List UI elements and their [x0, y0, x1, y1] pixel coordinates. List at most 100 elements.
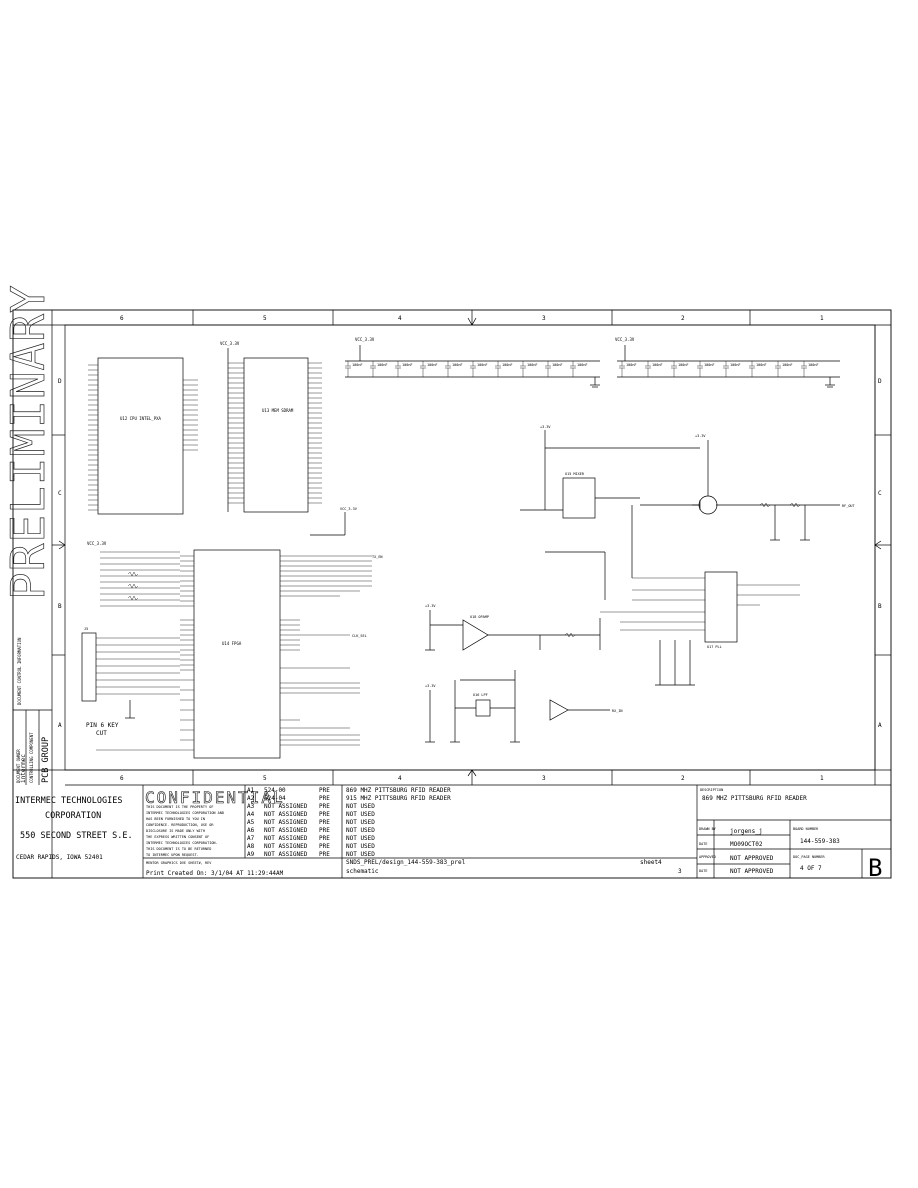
drawn-label: DRAWN BY	[699, 827, 717, 831]
row-status: PRE	[319, 811, 330, 818]
bottom-strip: MENTOR GRAPHICS DVE SHEET#, REV Print Cr…	[146, 859, 682, 877]
ic-u1-label: U12 CPU INTEL_PXA	[120, 416, 162, 421]
table-row: A2 524-04 PRE 915 MHZ PITTSBURG RFID REA…	[247, 795, 451, 802]
ic-u7-label: U18 OPAMP	[470, 615, 489, 619]
row-left-a: A	[58, 722, 62, 729]
zone-bottom-5: 5	[263, 775, 267, 782]
ic-u4: U15 MIXER +3.3V	[520, 425, 700, 519]
table-row: A3 NOT ASSIGNED PRE NOT USED	[247, 803, 375, 810]
vcc-net-label-4: VCC_3.3V	[87, 541, 107, 546]
vcc-net-label-9: VCC_3.3V	[340, 507, 358, 511]
row-number: NOT ASSIGNED	[264, 803, 308, 810]
row-number: NOT ASSIGNED	[264, 819, 308, 826]
page-value: 4 OF 7	[800, 865, 822, 872]
company-line-1: INTERMEC TECHNOLOGIES	[15, 796, 122, 806]
ic-u3: U14 FPGA	[180, 549, 372, 759]
connector-j5: J5 PIN 6 KEY CUT	[81, 627, 180, 751]
row-status: PRE	[319, 795, 330, 802]
cap-value-b4: 100nF	[704, 363, 715, 367]
row-left-c: C	[58, 490, 62, 497]
contact-value: PCB GROUP	[41, 737, 51, 783]
zone-bottom-4: 4	[398, 775, 402, 782]
cap-value-b8: 100nF	[808, 363, 819, 367]
row-status: PRE	[319, 827, 330, 834]
cap-value-b7: 100nF	[782, 363, 793, 367]
tx-en-label: TX_EN	[372, 555, 383, 559]
row-desc: 869 MHZ PITTSBURG RFID READER	[346, 787, 451, 794]
vcc-net-label-1: VCC_3.3V	[355, 337, 375, 342]
vcc-net-label-5: +3.3V	[540, 425, 551, 429]
ic-u5-label: U16 LPF	[473, 693, 488, 697]
approved-value-1: NOT APPROVED	[730, 855, 774, 862]
date-value: MO09OCT02	[730, 841, 763, 848]
cap-value-a10: 100nF	[577, 363, 588, 367]
schematic-label: schematic	[346, 868, 379, 875]
board-label: BOARD NUMBER	[793, 827, 819, 831]
clk-sel-label: CLK_SEL	[352, 634, 367, 638]
table-row: A8 NOT ASSIGNED PRE NOT USED	[247, 843, 375, 850]
ic-u4-label: U15 MIXER	[565, 472, 585, 476]
date-label: DATE	[699, 842, 707, 846]
row-right-c: C	[878, 490, 882, 497]
row-status: PRE	[319, 835, 330, 842]
decoupling-caps-left: VCC_3.3V 100nF 100nF 100nF 100nF 100nF 1…	[345, 337, 600, 388]
vcc-net-label-6: +3.3V	[695, 434, 706, 438]
pin-note-1: PIN 6 KEY	[86, 722, 119, 729]
resistor-ladder: VCC_3.3V	[87, 541, 180, 607]
row-desc: NOT USED	[346, 843, 375, 850]
page-label: DOC_PAGE NUMBER	[793, 855, 826, 859]
zone-bottom-1: 1	[820, 775, 824, 782]
cap-value-b1: 100nF	[626, 363, 637, 367]
row-left-d: D	[58, 378, 62, 385]
cap-value-b3: 100nF	[678, 363, 689, 367]
cap-value-b2: 100nF	[652, 363, 663, 367]
vcc-net-label-2: VCC_3.3V	[615, 337, 635, 342]
sheet-label: sheet4	[640, 859, 662, 866]
description-value: 869 MHZ PITTSBURG RFID READER	[702, 795, 807, 802]
confidential-notice-4: CONFIDENCE. REPRODUCTION, USE OR	[146, 823, 214, 827]
approved-value-2: NOT APPROVED	[730, 868, 774, 875]
company-line-2: CORPORATION	[45, 811, 101, 821]
row-right-b: B	[878, 603, 882, 610]
print-date: Print Created On: 3/1/04 AT 11:29:44AM	[146, 870, 284, 877]
confidential-title: CONFIDENTIAL	[145, 788, 285, 807]
table-row: A1 524-00 PRE 869 MHZ PITTSBURG RFID REA…	[247, 787, 451, 794]
row-number: NOT ASSIGNED	[264, 835, 308, 842]
row-id: A4	[247, 811, 255, 818]
table-row: A7 NOT ASSIGNED PRE NOT USED	[247, 835, 375, 842]
row-status: PRE	[319, 803, 330, 810]
row-id: A1	[247, 787, 255, 794]
row-status: PRE	[319, 843, 330, 850]
misc-nets: TX_EN CLK_SEL VCC_3.3V	[310, 507, 383, 638]
rf-out-label: RF_OUT	[842, 504, 856, 508]
cap-value-b6: 100nF	[756, 363, 767, 367]
table-row: A5 NOT ASSIGNED PRE NOT USED	[247, 819, 375, 826]
confidential-notice-3: HAS BEEN FURNISHED TO YOU IN	[146, 817, 205, 821]
row-desc: NOT USED	[346, 811, 375, 818]
table-row: A6 NOT ASSIGNED PRE NOT USED	[247, 827, 375, 834]
zone-top-5: 5	[263, 315, 267, 322]
rf-output-stage: RF_OUT +3.3V	[692, 434, 856, 541]
zone-top-2: 2	[681, 315, 685, 322]
row-right-d: D	[878, 378, 882, 385]
cap-value-a7: 100nF	[502, 363, 513, 367]
sheet-number: 3	[678, 868, 682, 875]
row-markers: D C B A D C B A	[52, 378, 891, 729]
company-line-4: CEDAR RAPIDS, IOWA 52401	[16, 854, 103, 861]
cap-value-a4: 100nF	[427, 363, 438, 367]
ic-u6-label: U17 PLL	[707, 645, 722, 649]
vcc-net-label-7: +3.3V	[425, 604, 436, 608]
row-number: NOT ASSIGNED	[264, 827, 308, 834]
zone-top-3: 3	[542, 315, 546, 322]
cap-value-a9: 100nF	[552, 363, 563, 367]
mentor-label: MENTOR GRAPHICS DVE SHEET#, REV	[146, 861, 212, 865]
approved-label: APPROVED	[699, 855, 716, 859]
row-status: PRE	[319, 851, 330, 858]
doc-control-label: DOCUMENT CONTROL INFORMATION	[17, 637, 22, 705]
connector-label: J5	[84, 627, 88, 631]
cap-value-b5: 100nF	[730, 363, 741, 367]
cap-value-a8: 100nF	[527, 363, 538, 367]
row-number: 524-00	[264, 787, 286, 794]
cap-value-a6: 100nF	[477, 363, 488, 367]
